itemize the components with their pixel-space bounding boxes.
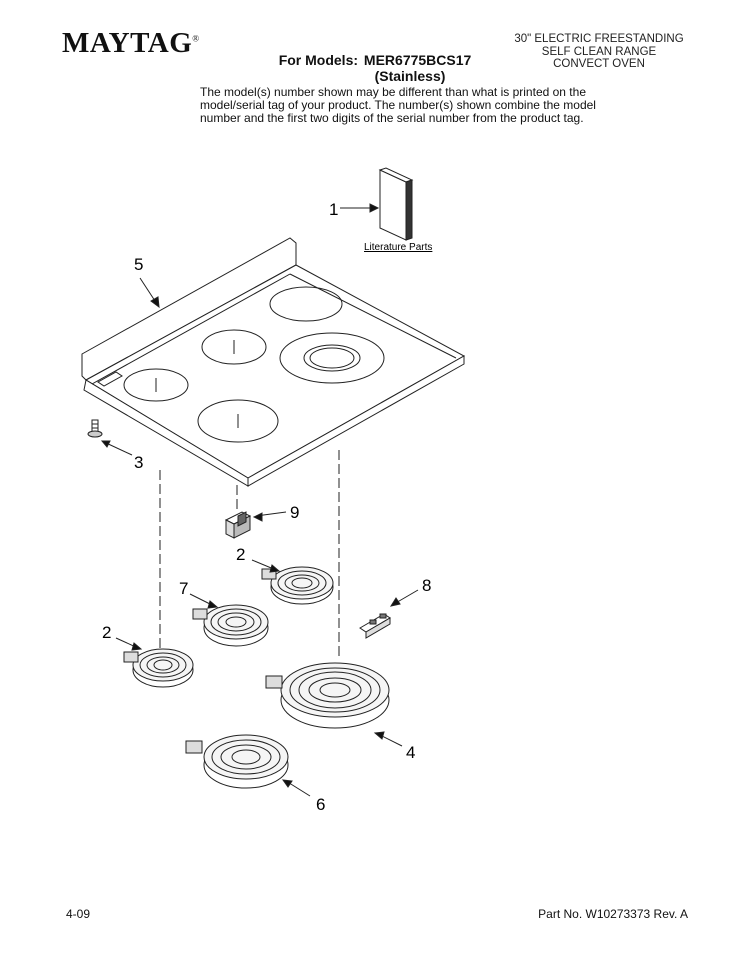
callout-element-dual: 6 — [316, 795, 325, 814]
brand-name: MAYTAG — [62, 27, 193, 59]
radiant-element-small-upper — [261, 566, 334, 605]
part-number: Part No. W10273373 Rev. A — [538, 907, 688, 921]
leader-arrow-1 — [369, 203, 380, 213]
callout-element-medium: 7 — [179, 579, 188, 598]
leader-arrow-3 — [100, 440, 111, 448]
leader-arrow-2a — [269, 564, 281, 573]
leader-arrow-8 — [389, 597, 401, 607]
leader-arrow-7 — [207, 600, 219, 609]
callout-element-large: 4 — [406, 743, 415, 762]
literature-booklet — [378, 167, 414, 241]
terminal-bracket — [359, 613, 391, 639]
registered-mark: ® — [192, 33, 200, 44]
product-line: SELF CLEAN RANGE — [541, 45, 657, 58]
callout-main-top: 5 — [134, 255, 143, 274]
product-description: 30" ELECTRIC FREESTANDING SELF CLEAN RAN… — [514, 33, 684, 71]
model-heading: For Models: MER6775BCS17 (Stainless) — [0, 52, 750, 84]
cooktop-main-top — [81, 237, 466, 487]
brand-logo: MAYTAG® — [62, 27, 200, 60]
bracket-clip — [224, 511, 252, 539]
callout-element-lower: 2 — [102, 623, 111, 642]
models-label: For Models: — [278, 52, 359, 68]
radiant-element-medium — [192, 604, 269, 647]
revision-date: 4-09 — [66, 907, 91, 921]
callout-bracket: 8 — [422, 576, 431, 595]
product-line: CONVECT OVEN — [553, 58, 645, 70]
callout-screw: 3 — [134, 453, 143, 472]
leader-arrow-6 — [281, 779, 293, 788]
leader-arrow-5 — [150, 296, 160, 309]
model-number: MER6775BCS17 — [363, 52, 472, 68]
model-number-note: The model(s) number shown may be differe… — [200, 85, 596, 125]
callout-literature: 1 — [329, 200, 338, 219]
literature-parts-label: Literature Parts — [364, 242, 432, 253]
product-line: 30" ELECTRIC FREESTANDING — [514, 33, 684, 45]
radiant-element-medium-dual — [185, 734, 289, 789]
screw-part — [87, 419, 103, 438]
model-finish: (Stainless) — [374, 68, 446, 84]
leader-arrow-2b — [131, 642, 143, 651]
radiant-element-small-lower — [123, 648, 194, 688]
radiant-element-large-dual — [265, 662, 390, 729]
leader-arrow-4 — [373, 731, 385, 740]
callout-element-upper: 2 — [236, 545, 245, 564]
callout-clip: 9 — [290, 503, 299, 522]
leader-arrow-9 — [252, 512, 263, 522]
